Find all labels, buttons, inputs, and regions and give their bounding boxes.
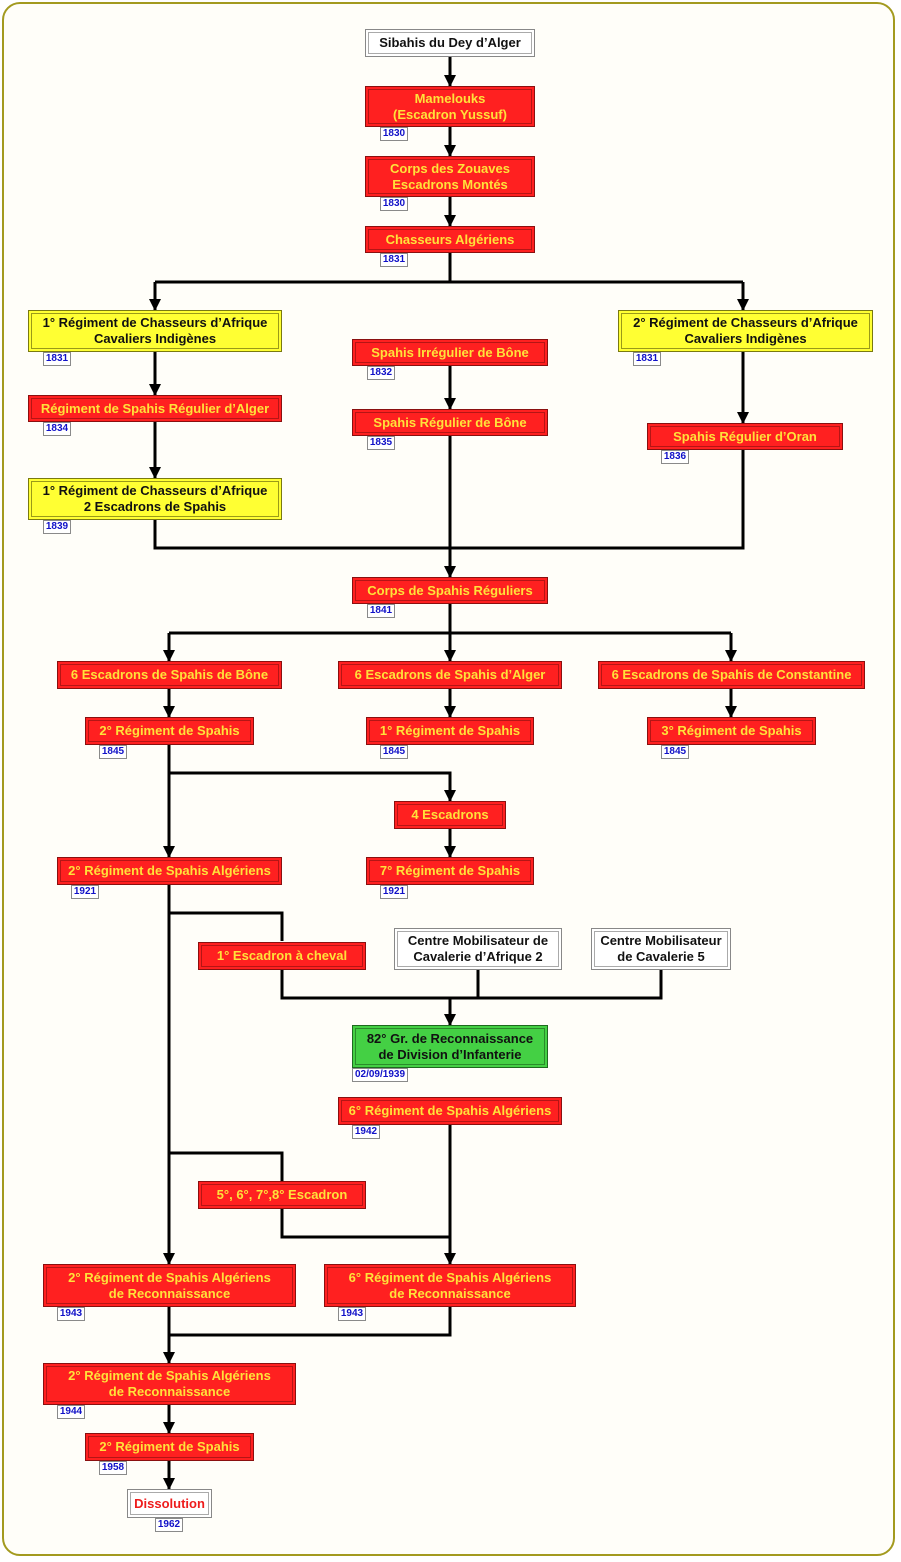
node-mamelouks: Mamelouks (Escadron Yussuf) bbox=[365, 86, 535, 127]
node-spahis-irregulier-bone: Spahis Irrégulier de Bône bbox=[352, 339, 548, 366]
date-rs2-1958: 1958 bbox=[99, 1461, 127, 1475]
date-82-gr-reconnaissance: 02/09/1939 bbox=[352, 1068, 408, 1082]
node-sibahis-du-dey: Sibahis du Dey d’Alger bbox=[365, 29, 535, 57]
date-rsar6-1943: 1943 bbox=[338, 1307, 366, 1321]
date-rca1-escadrons-spahis: 1839 bbox=[43, 520, 71, 534]
node-rsar2-1943: 2° Régiment de Spahis Algériens de Recon… bbox=[43, 1264, 296, 1307]
node-centre-mobilisateur-afrique-2: Centre Mobilisateur de Cavalerie d’Afriq… bbox=[394, 928, 562, 970]
node-rsar6-1943: 6° Régiment de Spahis Algériens de Recon… bbox=[324, 1264, 576, 1307]
date-spahis-regulier-oran: 1836 bbox=[661, 450, 689, 464]
node-rs2-1845: 2° Régiment de Spahis bbox=[85, 717, 254, 745]
node-rs3-1845: 3° Régiment de Spahis bbox=[647, 717, 816, 745]
node-rs1-1845: 1° Régiment de Spahis bbox=[366, 717, 534, 745]
node-rca1-cavaliers-indigenes: 1° Régiment de Chasseurs d’Afrique Caval… bbox=[28, 310, 282, 352]
date-mamelouks: 1830 bbox=[380, 127, 408, 141]
date-rsar2-1943: 1943 bbox=[57, 1307, 85, 1321]
date-rs2-1845: 1845 bbox=[99, 745, 127, 759]
node-chasseurs-algeriens: Chasseurs Algériens bbox=[365, 226, 535, 253]
node-spahis-regulier-bone: Spahis Régulier de Bône bbox=[352, 409, 548, 436]
node-esc-spahis-alger: 6 Escadrons de Spahis d’Alger bbox=[338, 661, 562, 689]
node-dissolution: Dissolution bbox=[127, 1489, 212, 1518]
node-82-gr-reconnaissance: 82° Gr. de Reconnaissance de Division d’… bbox=[352, 1025, 548, 1068]
date-rsa6-1942: 1942 bbox=[352, 1125, 380, 1139]
date-dissolution: 1962 bbox=[155, 1518, 183, 1532]
date-rs3-1845: 1845 bbox=[661, 745, 689, 759]
date-chasseurs-algeriens: 1831 bbox=[380, 253, 408, 267]
edge-rsa2-esc1cheval bbox=[169, 911, 284, 941]
date-rsa2-1921: 1921 bbox=[71, 885, 99, 899]
node-corps-spahis-reguliers: Corps de Spahis Réguliers bbox=[352, 577, 548, 604]
node-centre-mobilisateur-cavalerie-5: Centre Mobilisateur de Cavalerie 5 bbox=[591, 928, 731, 970]
node-spahis-regulier-oran: Spahis Régulier d’Oran bbox=[647, 423, 843, 450]
edge-rs2-esc4 bbox=[169, 771, 456, 802]
node-rsa6-1942: 6° Régiment de Spahis Algériens bbox=[338, 1097, 562, 1125]
date-corps-spahis-reguliers: 1841 bbox=[367, 604, 395, 618]
edge-rsa2-esc5678 bbox=[169, 1151, 284, 1181]
node-esc-spahis-bone: 6 Escadrons de Spahis de Bône bbox=[57, 661, 282, 689]
node-1-escadron-a-cheval: 1° Escadron à cheval bbox=[198, 942, 366, 970]
date-regiment-spahis-regulier-alger: 1834 bbox=[43, 422, 71, 436]
date-rsar2-1944: 1944 bbox=[57, 1405, 85, 1419]
node-rca1-escadrons-spahis: 1° Régiment de Chasseurs d’Afrique 2 Esc… bbox=[28, 478, 282, 520]
node-rsa2-1921: 2° Régiment de Spahis Algériens bbox=[57, 857, 282, 885]
node-rsar2-1944: 2° Régiment de Spahis Algériens de Recon… bbox=[43, 1363, 296, 1405]
node-rs2-1958: 2° Régiment de Spahis bbox=[85, 1433, 254, 1461]
edge-merge-1943 bbox=[169, 1307, 452, 1337]
edge-esc5678-down bbox=[280, 1209, 450, 1239]
node-regiment-spahis-regulier-alger: Régiment de Spahis Régulier d’Alger bbox=[28, 395, 282, 422]
date-spahis-irregulier-bone: 1832 bbox=[367, 366, 395, 380]
node-corps-zouaves: Corps des Zouaves Escadrons Montés bbox=[365, 156, 535, 197]
node-rca2-cavaliers-indigenes: 2° Régiment de Chasseurs d’Afrique Caval… bbox=[618, 310, 873, 352]
node-4-escadrons: 4 Escadrons bbox=[394, 801, 506, 829]
date-corps-zouaves: 1830 bbox=[380, 197, 408, 211]
node-esc-spahis-constantine: 6 Escadrons de Spahis de Constantine bbox=[598, 661, 865, 689]
date-rs1-1845: 1845 bbox=[380, 745, 408, 759]
date-rca1-cavaliers-indigenes: 1831 bbox=[43, 352, 71, 366]
node-5-6-7-8-escadron: 5°, 6°, 7°,8° Escadron bbox=[198, 1181, 366, 1209]
date-rca2-cavaliers-indigenes: 1831 bbox=[633, 352, 661, 366]
date-spahis-regulier-bone: 1835 bbox=[367, 436, 395, 450]
node-rs7-1921: 7° Régiment de Spahis bbox=[366, 857, 534, 885]
edge-esc1cheval-down bbox=[280, 970, 663, 1000]
date-rs7-1921: 1921 bbox=[380, 885, 408, 899]
